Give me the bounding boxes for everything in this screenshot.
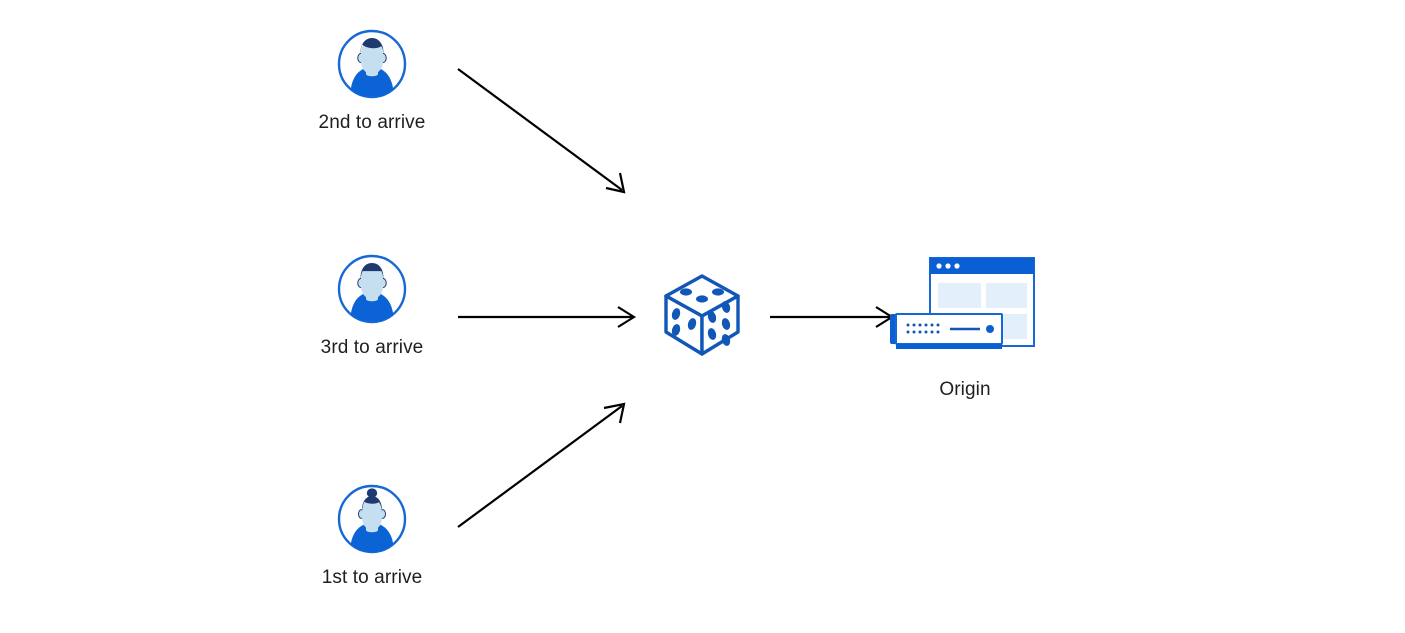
dice-node[interactable]	[650, 262, 754, 366]
server-device-icon	[890, 313, 1003, 349]
client-node-3rd[interactable]: 3rd to arrive	[292, 253, 452, 360]
origin-server-icon	[884, 252, 1046, 364]
client-label-2nd: 2nd to arrive	[318, 112, 426, 133]
dice-cube-icon	[664, 274, 740, 356]
user-avatar-icon	[336, 483, 408, 555]
origin-label: Origin	[939, 379, 991, 400]
arrow-1st-to-dice	[457, 402, 626, 528]
client-node-2nd[interactable]: 2nd to arrive	[292, 28, 452, 135]
client-label-3rd: 3rd to arrive	[320, 337, 424, 358]
origin-node[interactable]: Origin	[884, 252, 1046, 402]
arrow-2nd-to-dice	[457, 68, 626, 194]
client-label-1st: 1st to arrive	[321, 567, 423, 588]
arrow-dice-to-origin	[770, 306, 895, 328]
client-node-1st[interactable]: 1st to arrive	[292, 483, 452, 590]
arrow-3rd-to-dice	[458, 306, 637, 328]
user-avatar-icon	[336, 28, 408, 100]
user-avatar-icon	[336, 253, 408, 325]
